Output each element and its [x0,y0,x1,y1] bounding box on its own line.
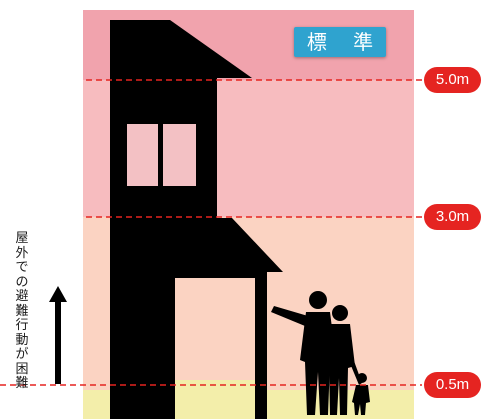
house-door-ground [175,380,255,419]
level-label-5m: 5.0m [424,67,481,93]
level-label-3m: 3.0m [424,204,481,230]
up-arrow-icon [49,286,67,384]
standard-badge: 標 準 [294,27,386,57]
house-window [127,124,196,186]
family-silhouette-icon [271,291,370,415]
house-door [175,278,255,380]
evacuation-difficulty-note: 屋外での避難行動が困難 [15,231,29,391]
level-label-0-5m: 0.5m [424,372,481,398]
